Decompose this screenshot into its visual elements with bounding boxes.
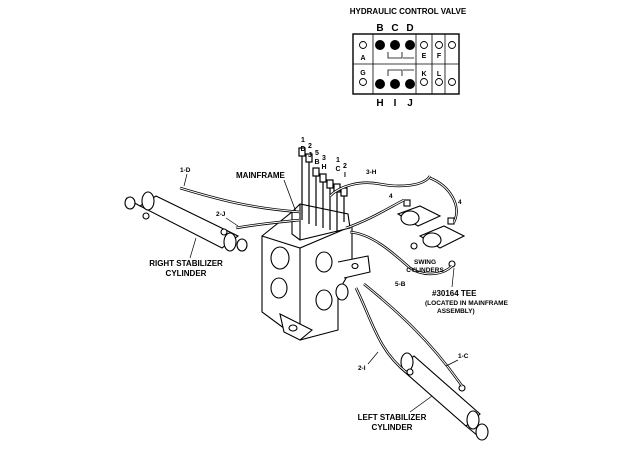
hose-2i	[354, 287, 407, 374]
fitting-label-d: D	[300, 146, 305, 153]
valve-port-l: L	[437, 71, 442, 78]
valve-port-i: I	[394, 98, 397, 109]
tee-label-2: (LOCATED IN MAINFRAME	[425, 300, 509, 307]
tee-label-3: ASSEMBLY)	[437, 308, 475, 315]
valve-port-f: F	[437, 53, 442, 60]
left-cylinder-label-1: LEFT STABILIZER	[358, 413, 427, 422]
valve-title: HYDRAULIC CONTROL VALVE	[350, 7, 467, 16]
hose-1c-label: 1-C	[458, 353, 469, 360]
valve-fittings	[298, 147, 348, 232]
right-stabilizer-cylinder	[124, 191, 248, 252]
valve-port-k: K	[421, 71, 426, 78]
swing-label-2: CYLINDERS	[406, 267, 444, 274]
mainframe-label: MAINFRAME	[236, 171, 286, 180]
valve-port-e: E	[422, 53, 427, 60]
right-cylinder-label-1: RIGHT STABILIZER	[149, 259, 223, 268]
fitting-label-5: 5	[315, 150, 319, 157]
hose-3h-label: 3-H	[366, 169, 377, 176]
hose-5b-label: 5-B	[395, 281, 406, 288]
fitting-label-j: J	[308, 152, 312, 159]
mainframe-leader	[283, 179, 297, 213]
right-cylinder-label-2: CYLINDER	[166, 269, 207, 278]
hose-4b-label: 4	[458, 199, 462, 206]
valve-port-h: H	[376, 98, 383, 109]
fitting-label-c: C	[335, 166, 340, 173]
fitting-label-1b: 1	[336, 157, 340, 164]
fitting-label-b: B	[314, 159, 319, 166]
left-cylinder-label-2: CYLINDER	[372, 423, 413, 432]
fitting-label-1a: 1	[301, 137, 305, 144]
valve-port-j: J	[407, 98, 413, 109]
valve-port-a: A	[360, 55, 365, 62]
left-stabilizer-cylinder	[399, 352, 489, 441]
hose-4a-label: 4	[389, 193, 393, 200]
valve-body	[352, 33, 460, 95]
tee-label-1: #30164 TEE	[432, 289, 477, 298]
hose-1d-label: 1-D	[180, 167, 191, 174]
fitting-label-2b: 2	[343, 163, 347, 170]
hose-2i-label: 2-I	[358, 365, 366, 372]
hose-1d	[179, 186, 301, 214]
fitting-label-i: I	[344, 172, 346, 179]
fitting-label-3: 3	[322, 155, 326, 162]
fitting-label-h: H	[321, 164, 326, 171]
swing-cylinders	[396, 199, 466, 268]
valve-port-b: B	[376, 23, 383, 34]
valve-port-g: G	[360, 70, 366, 77]
fitting-label-2a: 2	[308, 143, 312, 150]
valve-port-c: C	[391, 23, 398, 34]
mainframe-assembly	[261, 203, 371, 341]
hose-2j-label: 2-J	[216, 211, 226, 218]
swing-label-1: SWING	[414, 259, 436, 266]
valve-port-d: D	[406, 23, 413, 34]
